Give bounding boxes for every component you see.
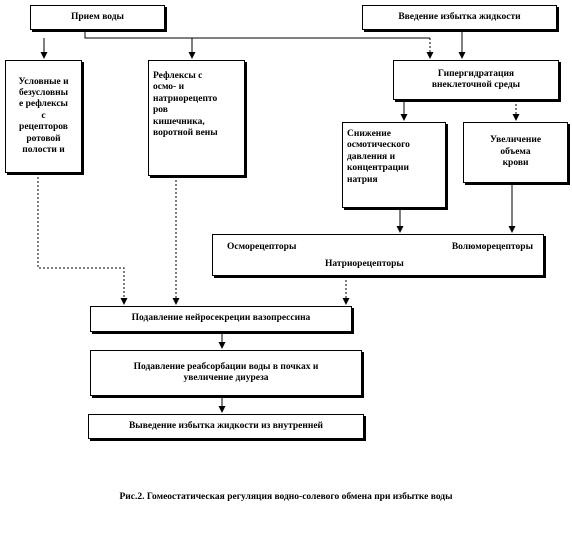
vasopressin-label: Подавление нейросекреции вазопрессина — [131, 313, 311, 324]
receptors-box: Осморецепторы Волюморецепторы Натриореце… — [212, 234, 544, 276]
edge-intake-bus — [84, 30, 430, 39]
reabsorption-label: Подавление реабсорбации воды в почках и … — [133, 361, 319, 383]
reflexes-osmo-label: Рефлексы с осмо- и натриорецепто ров киш… — [153, 71, 218, 138]
excretion-box: Выведение избытка жидкости из внутренней — [88, 414, 364, 439]
excretion-label: Выведение избытка жидкости из внутренней — [128, 420, 324, 431]
hyperhydration-box: Гипергидратация внеклеточной среды — [393, 60, 559, 100]
excess-fluid-box: Введение избытка жидкости — [362, 5, 557, 30]
volumoreceptors-label: Волюморецепторы — [451, 242, 533, 252]
water-intake-box: Прием воды — [30, 5, 165, 30]
hyperhydration-label: Гипергидратация внеклеточной среды — [431, 68, 521, 90]
water-intake-label: Прием воды — [71, 11, 124, 22]
natrioreceptors-label: Натриорецепторы — [325, 259, 404, 269]
figure-caption: Рис.2. Гомеостатическая регуляция водно-… — [119, 492, 453, 502]
edge-oral-to-vasopressin — [37, 173, 128, 305]
osmotic-decrease-box: Снижение осмотического давления и концен… — [342, 122, 446, 208]
osmoreceptors-label: Осморецепторы — [227, 242, 297, 252]
vasopressin-box: Подавление нейросекреции вазопрессина — [90, 306, 352, 332]
reflexes-oral-box: Условные и безусловны е рефлексы с рецеп… — [5, 60, 82, 173]
reflexes-oral-label: Условные и безусловны е рефлексы с рецеп… — [18, 76, 69, 155]
blood-volume-box: Увеличение объема крови — [463, 122, 568, 183]
excess-fluid-label: Введение избытка жидкости — [398, 11, 521, 22]
osmotic-decrease-label: Снижение осмотического давления и концен… — [347, 129, 410, 185]
reabsorption-box: Подавление реабсорбации воды в почках и … — [90, 350, 362, 396]
reflexes-osmo-box: Рефлексы с осмо- и натриорецепто ров киш… — [148, 60, 245, 176]
blood-volume-label: Увеличение объема крови — [489, 135, 542, 169]
